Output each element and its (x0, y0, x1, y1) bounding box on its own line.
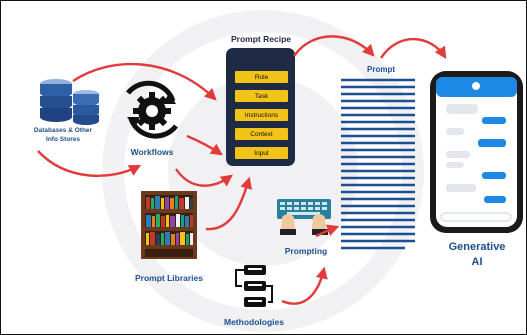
arrow-recipe-to-prompt (293, 35, 375, 57)
prompt-document (341, 78, 415, 250)
database-icon (40, 79, 99, 125)
recipe-item-task: Task (234, 89, 289, 103)
arrow-workflows-to-recipe (186, 134, 223, 156)
arrow-prompting-to-prompt (315, 224, 340, 238)
recipe-item-instructions: Instructions (234, 108, 289, 122)
methodologies-label: Methodologies (224, 317, 284, 327)
arrow-libraries-to-recipe (205, 176, 253, 231)
arrow-databases-to-workflows (37, 150, 142, 177)
prompting-label: Prompting (284, 246, 328, 256)
smartphone-icon (430, 71, 523, 233)
workflows-label: Workflows (130, 147, 174, 157)
bookshelf-icon (141, 191, 197, 259)
ai-label-line2: AI (471, 256, 483, 268)
recipe-title: Prompt Recipe (231, 34, 291, 44)
databases-label: Databases & Other Info Stores (33, 127, 93, 143)
arrow-workflows-to-prompting (175, 168, 233, 187)
recipe-item-role: Role (234, 70, 289, 84)
libraries-label: Prompt Libraries (134, 273, 204, 283)
arrow-methodologies-to-prompt (281, 266, 328, 305)
keyboard-hands-icon (277, 199, 331, 235)
prompt-label: Prompt (367, 65, 395, 74)
gear-cycle-icon (126, 80, 178, 139)
recipe-item-input: Input (234, 146, 289, 160)
flow-arrows (37, 35, 447, 305)
flow-blocks-icon (235, 265, 273, 307)
arrow-prompt-to-ai (380, 37, 447, 60)
recipe-item-context: Context (234, 127, 289, 141)
arrow-databases-to-recipe (72, 62, 217, 101)
ai-label-line1: Generative (448, 241, 506, 253)
